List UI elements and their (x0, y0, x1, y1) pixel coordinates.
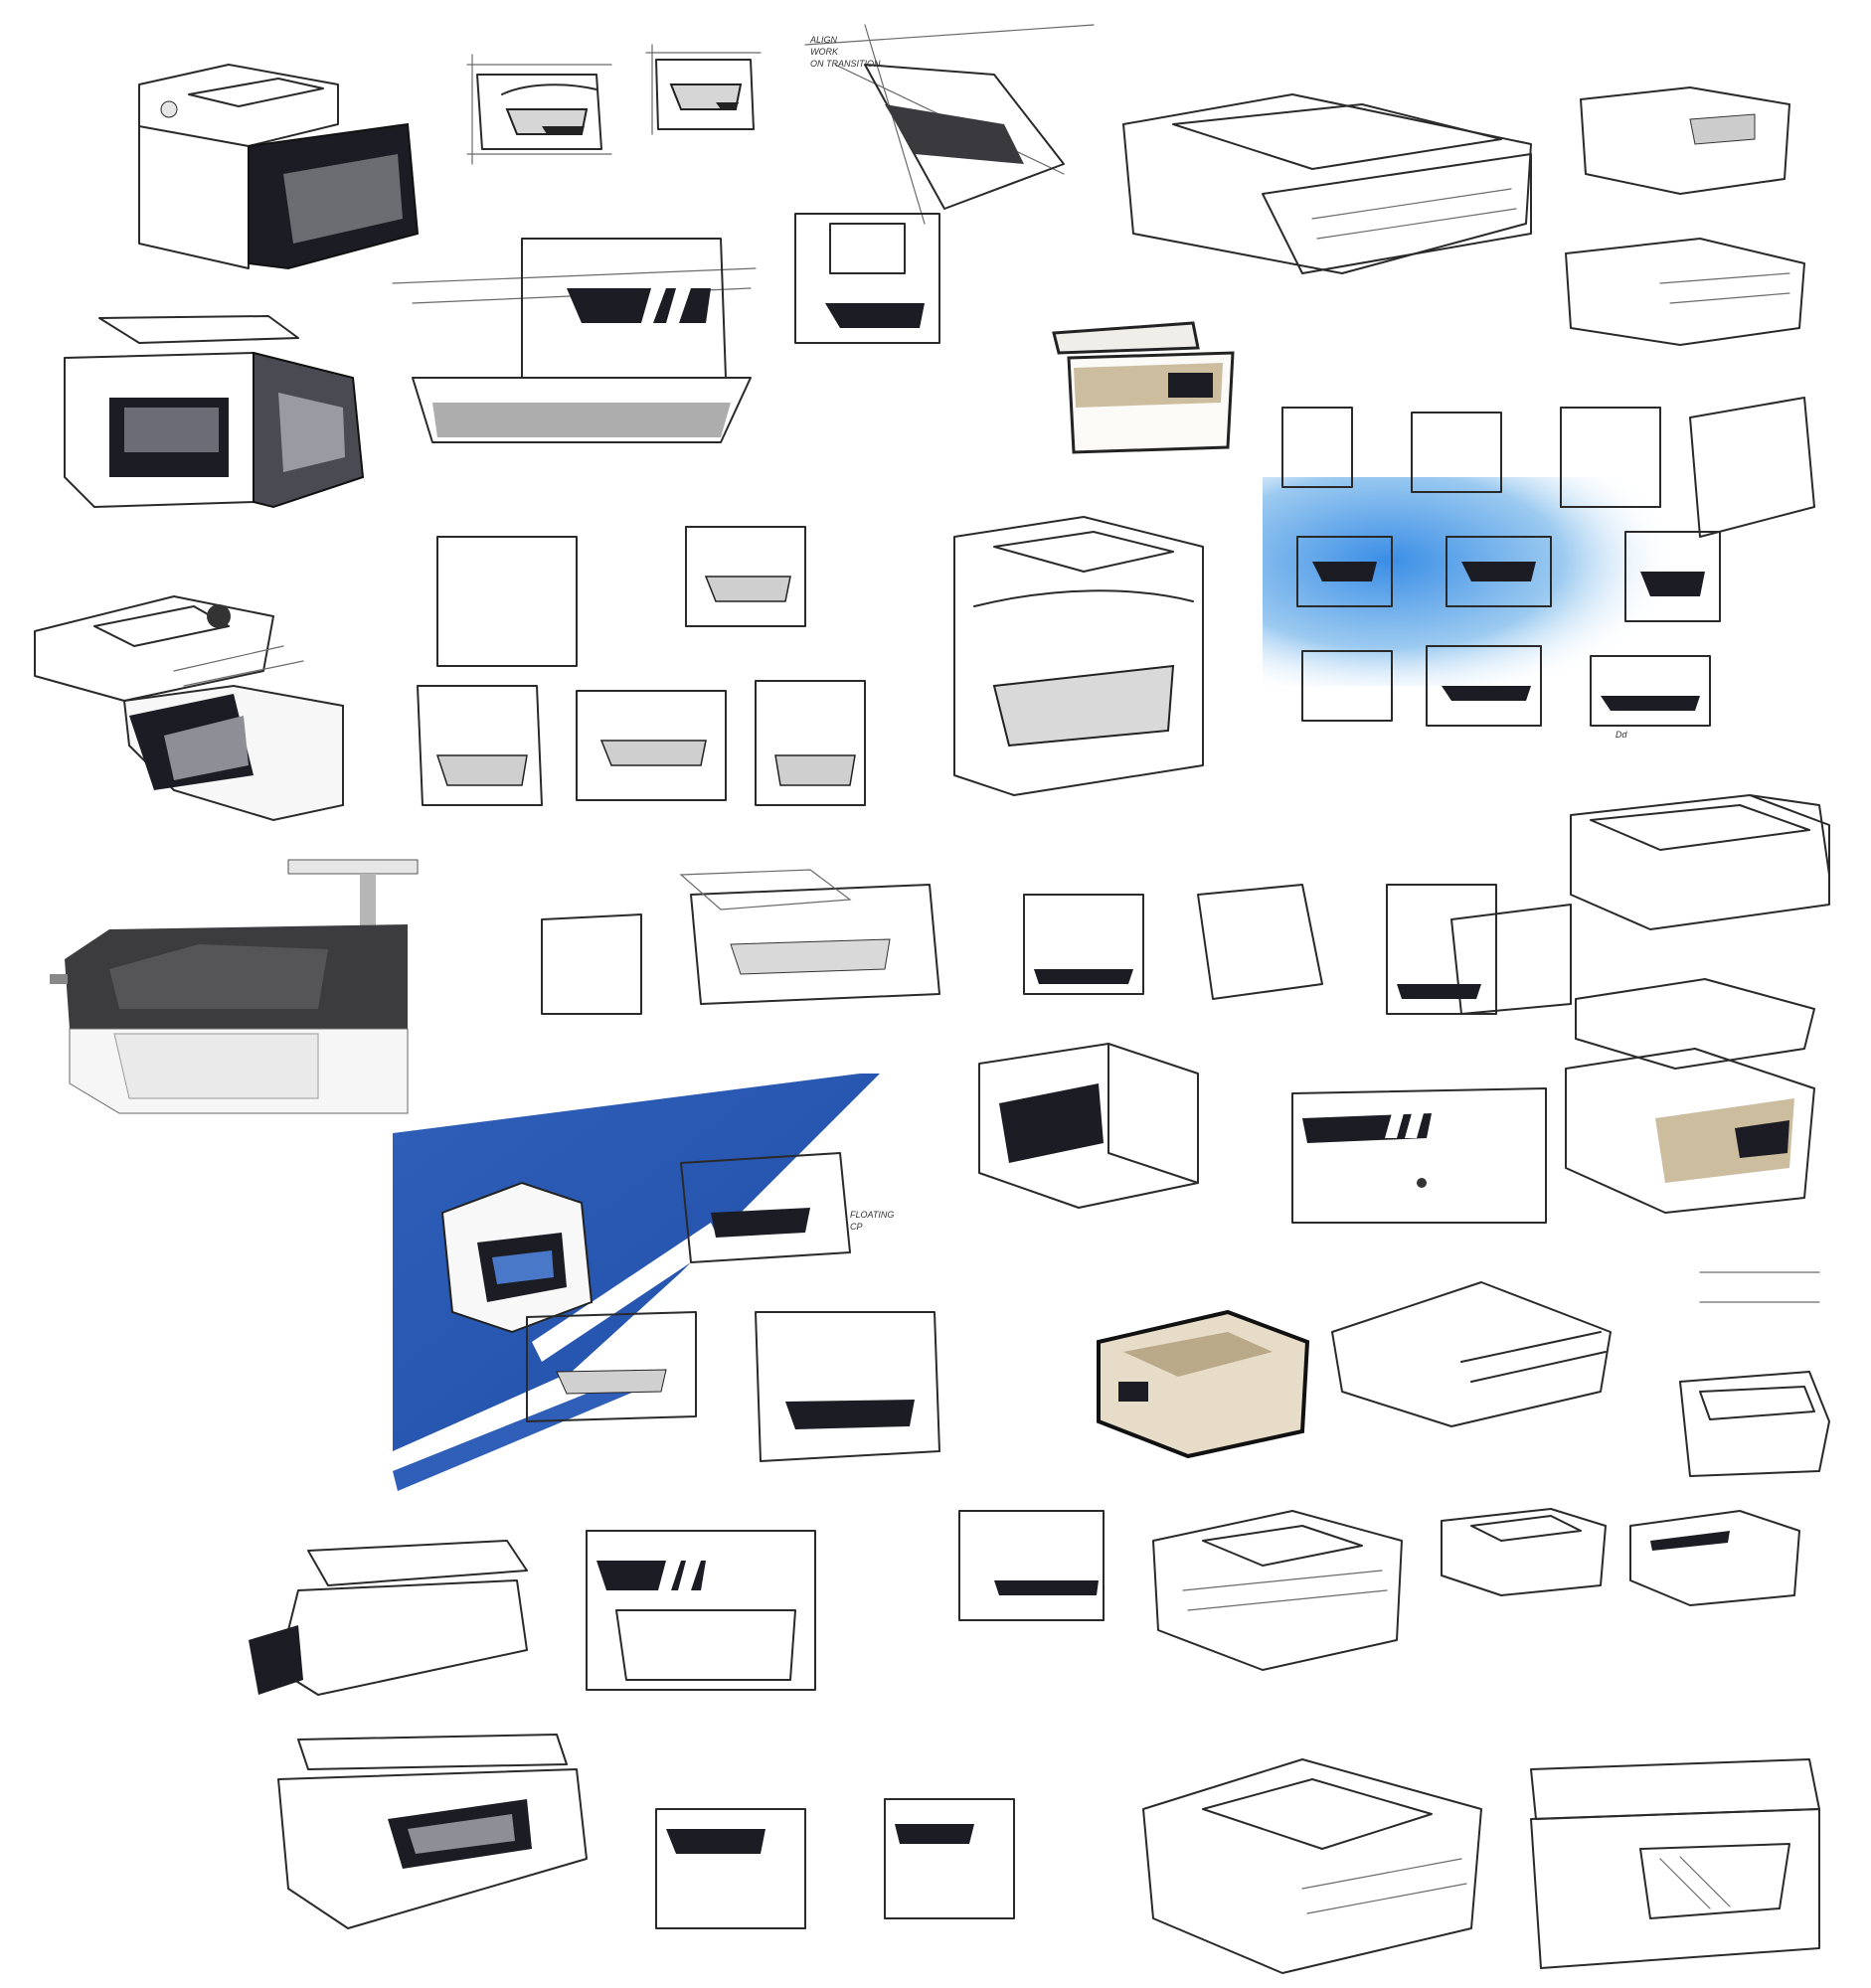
printer-sketch-bottom-4 (1152, 1510, 1403, 1671)
annotation-line-2: WORK (810, 47, 839, 57)
thumbnail-grid-middle (417, 526, 866, 806)
annotation-floating-1: FLOATING (850, 1210, 894, 1220)
annotation-floating-2: CP (850, 1222, 863, 1232)
printer-sketch-bottom-7 (277, 1734, 588, 1929)
thumb-front-1 (466, 54, 612, 165)
printer-sketch-small-1 (1580, 86, 1790, 195)
thumb-perspective-annotated: ALIGN WORK ON TRANSITION (804, 24, 1095, 225)
printer-sketch-bottom-3 (958, 1510, 1105, 1621)
printer-sketch-row5-middle (526, 1311, 940, 1462)
printer-sketch-warm-render-2 (1097, 1309, 1310, 1459)
printer-sketch-row5-far-right (1679, 1271, 1830, 1477)
blue-streak-concept: FLOATING CP (393, 1074, 894, 1491)
printer-sketch-warm-render (1052, 321, 1235, 454)
printer-sketch-rendered-dark-1 (138, 64, 420, 270)
printer-sketch-rendered-beige (1565, 978, 1815, 1214)
annotation-line-1: ALIGN (809, 35, 838, 45)
printer-sketch-row4-right (1023, 884, 1572, 1015)
printer-sketch-cube (978, 1043, 1199, 1209)
printer-sketch-bottom-5 (1441, 1508, 1607, 1596)
signature-mark: Dd (1616, 730, 1627, 740)
printer-sketch-front-large (392, 238, 757, 443)
printer-cad-render (50, 859, 419, 1114)
printer-sketch-rendered-dark-3 (34, 595, 344, 822)
printer-sketch-row4-far-right (1570, 794, 1830, 930)
printer-sketch-bottom-9 (884, 1798, 1015, 1919)
printer-sketch-bottom-2 (586, 1530, 816, 1691)
printer-sketch-bottom-8 (655, 1808, 806, 1929)
printer-sketch-rendered-dark-2 (64, 315, 365, 509)
printer-sketch-row5-right (1331, 1281, 1612, 1427)
printer-sketch-bottom-11 (1530, 1758, 1820, 1969)
printer-sketch-large-perspective (1122, 93, 1532, 274)
printer-sketch-front-medium (953, 516, 1204, 796)
printer-sketch-bottom-1 (249, 1540, 528, 1696)
printer-sketch-bottom-6 (1629, 1510, 1800, 1606)
printer-sketch-front-small (794, 213, 940, 344)
thumb-front-2 (645, 44, 762, 135)
printer-sketch-small-2 (1565, 238, 1805, 346)
blue-concept-panel: Dd (1263, 397, 1815, 740)
annotation-line-3: ON TRANSITION (810, 59, 881, 69)
printer-sketch-row4-left (541, 869, 940, 1015)
printer-sketch-striped (1291, 1087, 1547, 1224)
printer-sketch-bottom-10 (1142, 1758, 1482, 1974)
